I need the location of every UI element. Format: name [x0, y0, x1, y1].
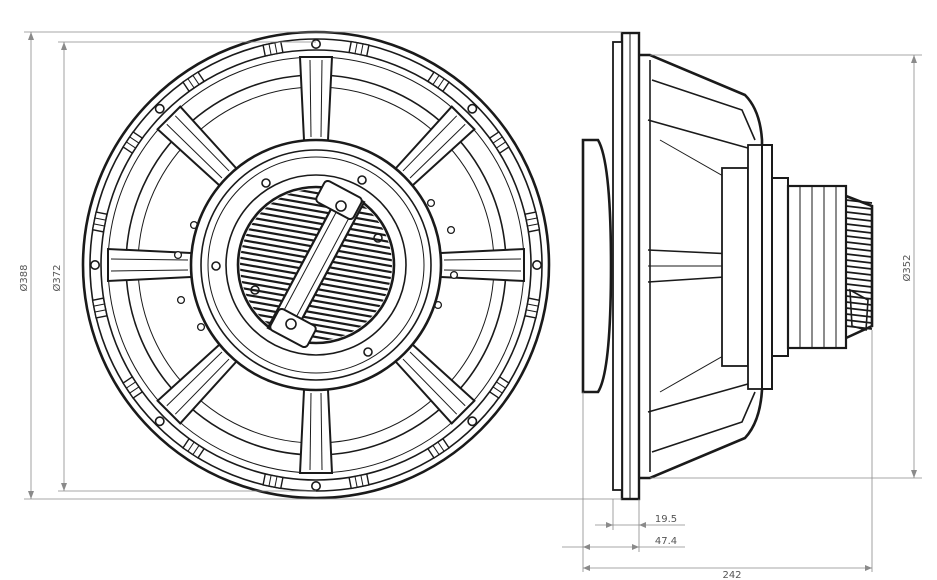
side-terminal	[849, 288, 869, 332]
heatsink-screw-left	[250, 285, 260, 295]
mid-hole	[196, 322, 206, 332]
top-left-screw	[261, 178, 271, 188]
top-screw	[357, 175, 367, 185]
rim-notch	[91, 211, 108, 233]
heatsink-screw-right	[373, 233, 383, 243]
rim-notch	[348, 40, 370, 57]
side-inner-chassis	[721, 167, 749, 367]
bottom-right-screw	[363, 347, 373, 357]
heatsink-outline	[236, 185, 396, 345]
side-magnet	[786, 184, 848, 350]
dim-flange-depth: 19.5	[655, 514, 677, 525]
rim-hole	[467, 103, 478, 114]
dim-side-diameter: Ø352	[901, 255, 913, 282]
dim-outer-diameter: Ø388	[18, 265, 30, 292]
rim-mounting-holes	[90, 38, 542, 491]
bridge-clamp-bottom	[269, 307, 317, 349]
rim-notch	[426, 71, 451, 93]
spoke	[395, 344, 476, 425]
mid-hole	[449, 270, 459, 280]
dim-total-depth: 242	[722, 570, 741, 580]
side-view	[581, 31, 874, 501]
motor-ring-inner	[207, 156, 425, 374]
spoke	[107, 247, 192, 283]
spoke	[298, 56, 334, 141]
left-screw	[211, 261, 221, 271]
rim-notch	[122, 130, 144, 155]
bridge-clamp-top	[315, 179, 363, 221]
spoke	[440, 247, 525, 283]
rim-notch	[426, 437, 451, 459]
rim-hole	[531, 259, 542, 270]
rim-notch	[524, 297, 541, 319]
rim-hole	[467, 416, 478, 427]
spoke	[156, 105, 237, 186]
side-chassis-plate	[747, 144, 763, 390]
dim-mount-depth: 47.4	[655, 536, 677, 547]
side-motor-plate	[771, 177, 789, 357]
dimension-lines	[24, 31, 922, 572]
side-heatsink-outline	[845, 194, 874, 340]
mid-hole	[176, 295, 186, 305]
rim-hole	[154, 416, 165, 427]
magnet-ring	[225, 174, 407, 356]
spoke	[298, 389, 334, 474]
rim-notch	[181, 71, 206, 93]
rim-notch	[488, 130, 510, 155]
rim-notch	[262, 40, 284, 57]
rim-notch	[262, 473, 284, 490]
side-basket-ribs	[651, 79, 756, 453]
dim-mount-diameter: Ø372	[51, 265, 63, 292]
side-surround-lip	[581, 138, 613, 394]
rim-hole	[310, 480, 321, 491]
mid-hole	[426, 198, 436, 208]
basket-spokes	[107, 56, 525, 474]
spoke	[395, 105, 476, 186]
side-basket-ribs-inner	[647, 119, 756, 413]
front-mounting-ring	[100, 49, 532, 481]
rim-notch	[348, 473, 370, 490]
rim-notch	[181, 437, 206, 459]
rim-hole	[310, 38, 321, 49]
rim-notch	[122, 375, 144, 400]
rim-notches	[91, 40, 541, 490]
rim-notch	[524, 211, 541, 233]
rim-notch	[91, 297, 108, 319]
motor-ring-mid	[200, 149, 432, 381]
rim-hole	[154, 103, 165, 114]
rim-notch	[488, 375, 510, 400]
rim-hole	[90, 259, 101, 270]
motor-ring-outer	[189, 138, 443, 392]
spoke	[156, 344, 237, 425]
side-gasket	[612, 41, 623, 491]
side-motor-front-plate	[761, 144, 773, 390]
mid-hole	[446, 225, 456, 235]
mid-hole	[173, 250, 183, 260]
front-view	[81, 30, 551, 500]
